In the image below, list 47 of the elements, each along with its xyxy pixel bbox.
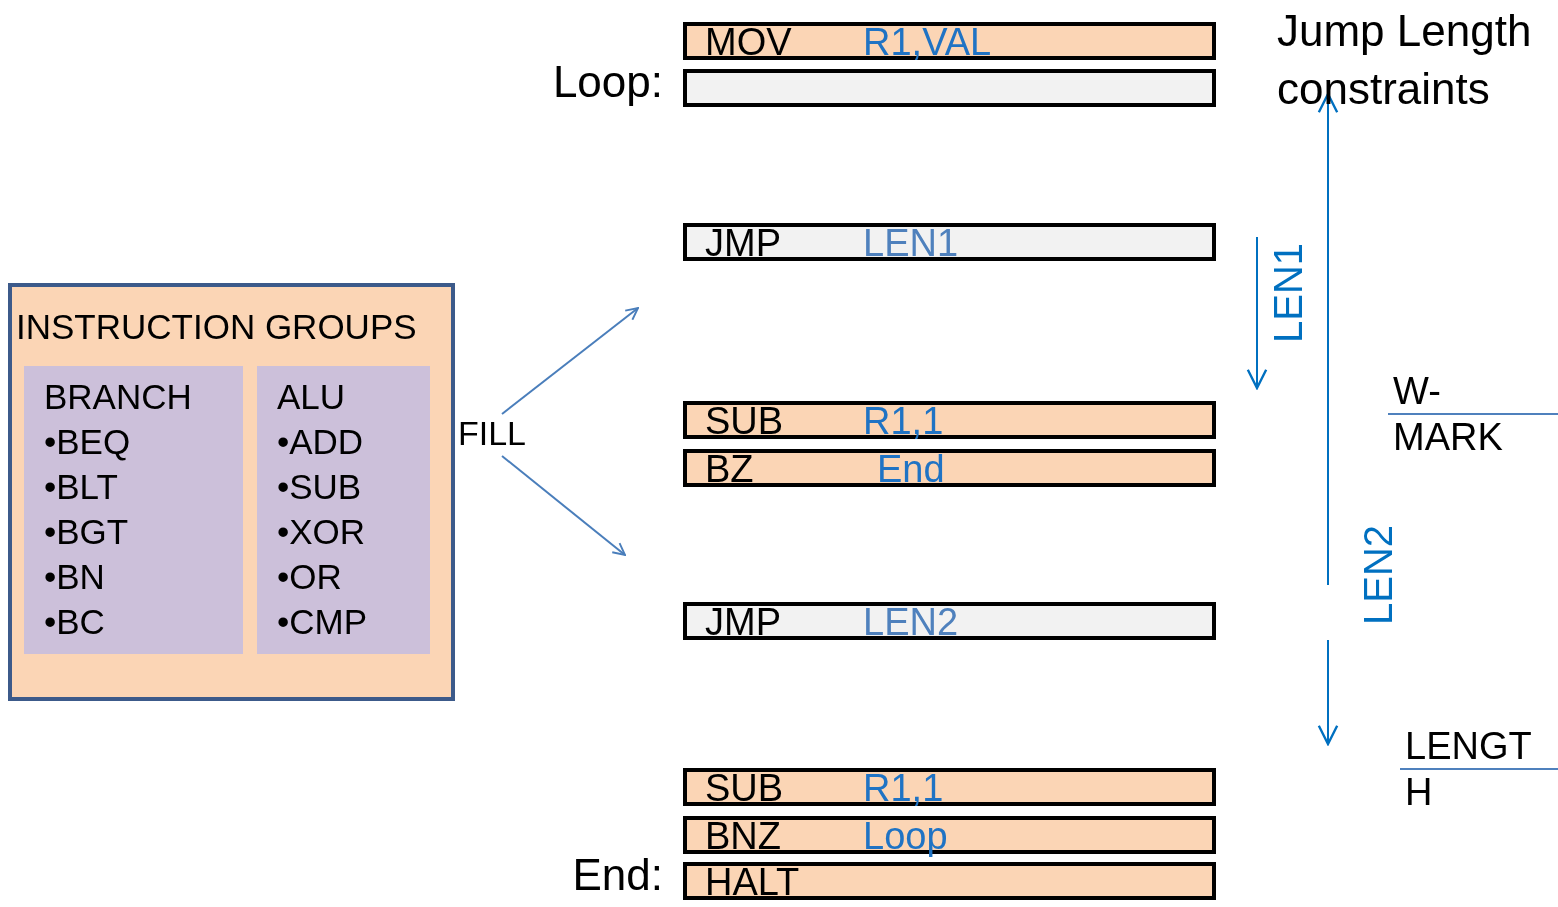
operand-text: R1,1 — [863, 401, 944, 441]
group-panel — [8, 283, 455, 701]
list-item: •BN — [44, 556, 105, 598]
list-item: •BC — [44, 601, 105, 643]
opcode-text: SUB — [705, 401, 784, 441]
instruction-bar — [683, 862, 1216, 900]
opcode-text: SUB — [705, 768, 784, 808]
list-item: •XOR — [277, 511, 366, 553]
length-label: LEN1 — [1265, 241, 1311, 346]
operand-text: R1,VAL — [863, 22, 992, 62]
operand-text: R1,1 — [863, 768, 944, 808]
list-panel — [257, 366, 430, 654]
group-title: INSTRUCTION GROUPS — [16, 307, 417, 347]
list-heading: BRANCH — [44, 376, 192, 418]
opcode-text: BNZ — [705, 816, 781, 856]
operand-text: Loop — [863, 816, 948, 856]
title: Jump Length constraints — [1277, 5, 1533, 115]
opcode-text: JMP — [705, 223, 781, 263]
instruction-bar — [683, 401, 1216, 439]
instruction-bar — [683, 69, 1216, 107]
opcode-text: MOV — [705, 22, 792, 62]
row-label: Loop: — [552, 57, 663, 107]
opcode-text: JMP — [705, 602, 781, 642]
instruction-bar — [683, 768, 1216, 806]
list-item: •BGT — [44, 511, 129, 553]
list-item: •BLT — [44, 466, 118, 508]
arrow — [501, 455, 626, 556]
list-heading: ALU — [277, 376, 346, 418]
list-panel — [24, 366, 243, 654]
list-item: •OR — [277, 556, 342, 598]
instruction-bar — [683, 449, 1216, 487]
operand-text: End — [877, 449, 945, 489]
list-item: •ADD — [277, 421, 364, 463]
arrow — [501, 307, 639, 415]
fill-label: FILL — [458, 414, 538, 456]
opcode-text: BZ — [705, 449, 754, 489]
instruction-bar — [683, 223, 1216, 261]
opcode-text: HALT — [705, 862, 800, 902]
instruction-bar — [683, 602, 1216, 640]
operand-text: LEN2 — [863, 602, 959, 642]
operand-text: LEN1 — [863, 223, 959, 263]
list-item: •SUB — [277, 466, 362, 508]
list-item: •BEQ — [44, 421, 131, 463]
length-label: LEN2 — [1355, 523, 1401, 628]
row-label: End: — [572, 850, 663, 900]
list-item: •CMP — [277, 601, 368, 643]
instruction-bar — [683, 22, 1216, 60]
